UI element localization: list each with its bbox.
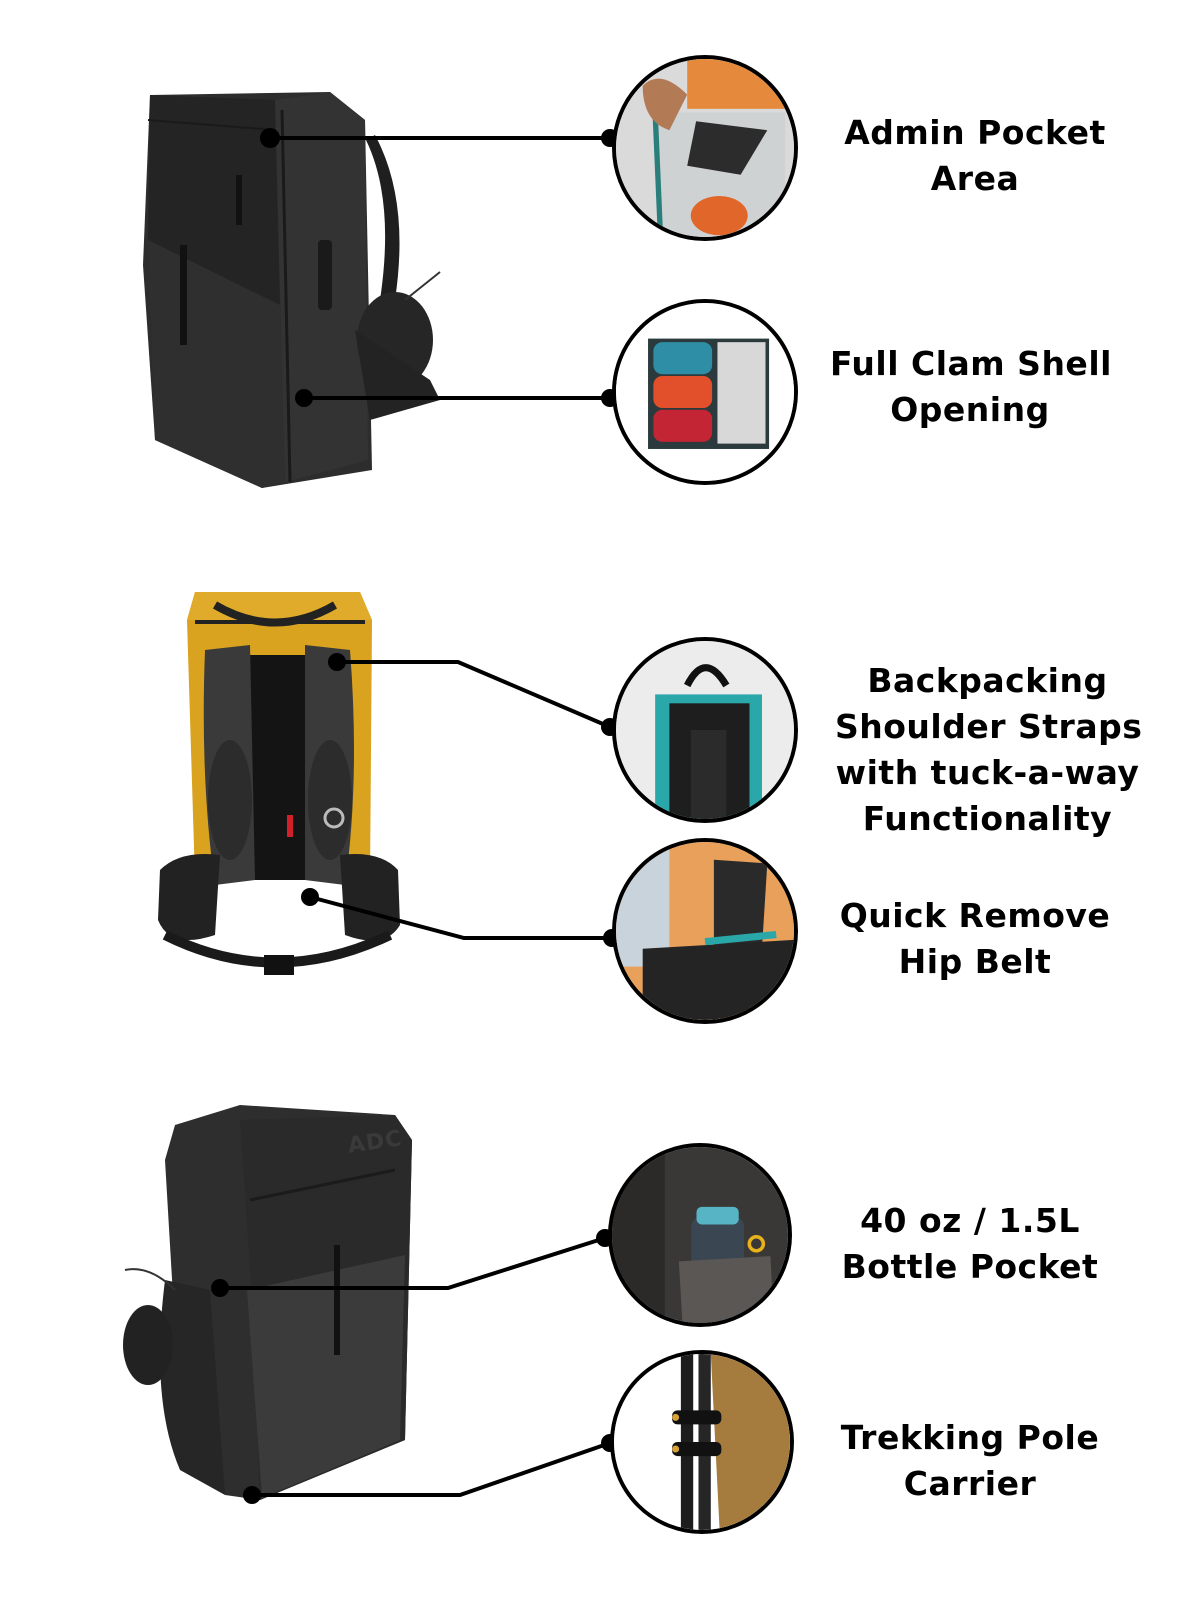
bottom-backpack-image (123, 1105, 412, 1500)
trekking-pole-photo-icon (610, 1350, 794, 1534)
bottle-pocket-photo-icon (608, 1143, 792, 1327)
connector-lines (220, 136, 612, 1497)
middle-backpack-image (158, 592, 400, 975)
label-shoulder-straps: Backpacking Shoulder Straps with tuck-a-… (835, 661, 1143, 838)
label-hip-belt: Quick Remove Hip Belt (839, 896, 1111, 981)
hip-belt-photo-icon (612, 838, 798, 1024)
label-trekking-pole: Trekking Pole Carrier (840, 1418, 1100, 1503)
label-clam-shell: Full Clam Shell Opening (830, 344, 1112, 429)
top-backpack-image (143, 92, 441, 488)
shoulder-straps-photo-icon (612, 637, 798, 823)
clam-shell-photo-icon (612, 299, 798, 485)
label-admin-pocket: Admin Pocket Area (844, 113, 1106, 198)
admin-pocket-photo-icon (612, 55, 798, 241)
label-bottle-pocket: 40 oz / 1.5L Bottle Pocket (841, 1201, 1099, 1286)
